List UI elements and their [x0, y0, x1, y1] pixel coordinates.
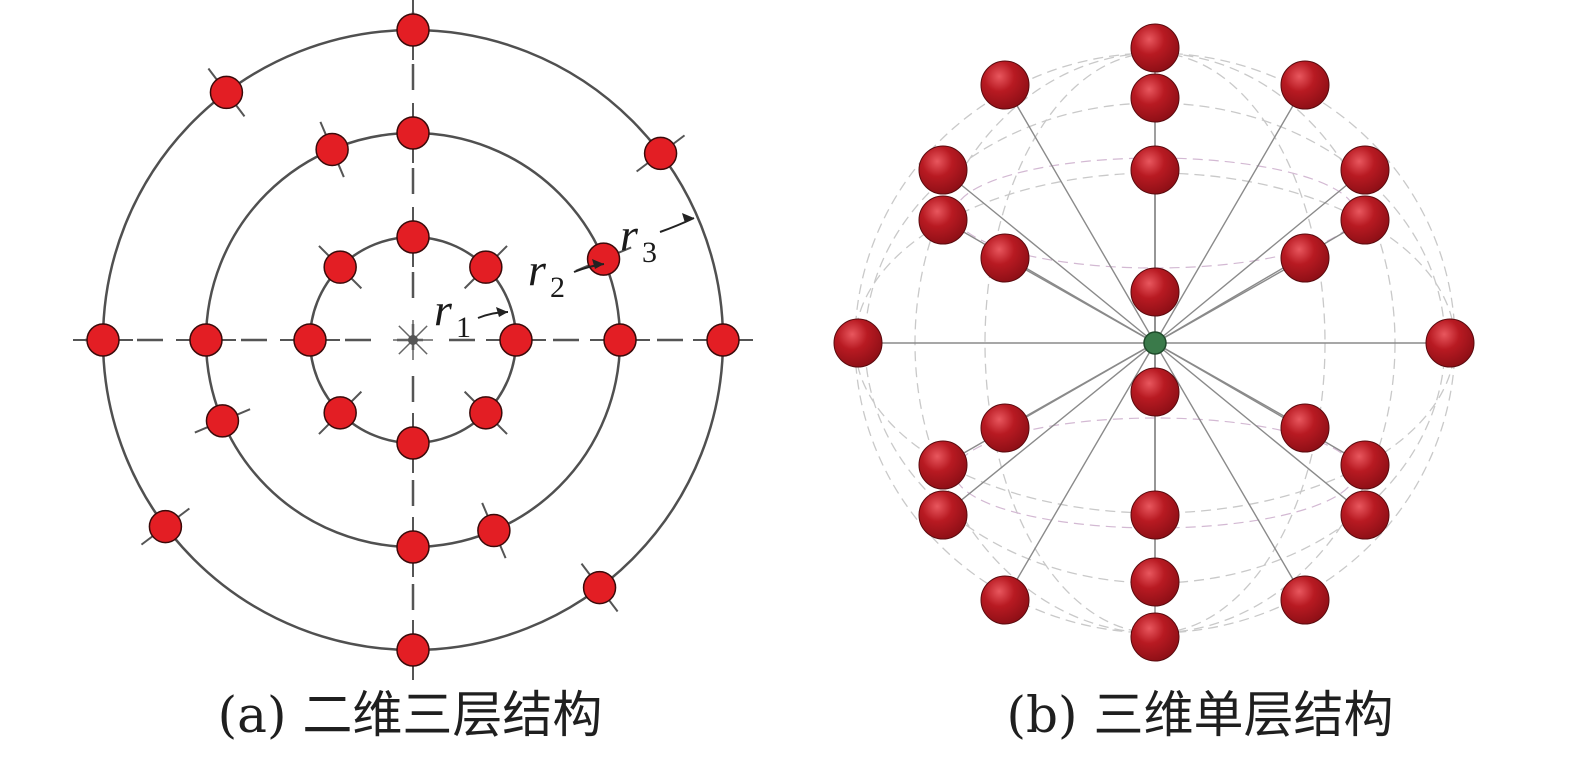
bond-line	[942, 342, 1156, 516]
sphere-node	[1130, 73, 1180, 123]
sphere-node	[1130, 23, 1180, 73]
sphere-node	[1130, 267, 1180, 317]
bond-line	[1154, 257, 1306, 344]
caption-2d-three-layer: (a) 二维三层结构	[217, 686, 603, 744]
bond-line	[1154, 342, 1366, 466]
bond-line	[942, 342, 1156, 466]
caption-3d-single-layer: (b) 三维单层结构	[1006, 686, 1394, 744]
radius-subscript-2: 2	[550, 271, 565, 304]
sphere-node	[980, 233, 1030, 283]
ring-1-node	[323, 396, 357, 430]
bond-line	[1154, 342, 1306, 601]
ring-2-node	[205, 404, 240, 438]
ring-1-node	[469, 396, 503, 430]
ring-3-node	[643, 136, 678, 171]
center-atom	[1143, 331, 1167, 355]
panel-3d-single-layer: (b) 三维单层结构	[830, 0, 1575, 760]
ring-1-node	[323, 250, 357, 284]
ring-3-node	[209, 75, 244, 110]
ring-2-node	[603, 323, 637, 357]
sphere-node	[980, 403, 1030, 453]
sphere-node	[1280, 233, 1330, 283]
bond-line	[1004, 84, 1156, 344]
ring-2-node	[396, 530, 430, 564]
ring-2-node	[586, 242, 621, 276]
sphere-node	[1130, 612, 1180, 662]
sphere-node	[1130, 145, 1180, 195]
sphere-node	[918, 490, 968, 540]
sphere-node	[980, 60, 1030, 110]
ring-3-node	[86, 323, 120, 357]
radius-subscript-3: 3	[642, 236, 657, 269]
bond-line	[1154, 342, 1366, 516]
center-point	[408, 335, 418, 345]
ring-2-node	[477, 513, 511, 548]
sphere-node	[1280, 575, 1330, 625]
sphere-node	[1130, 557, 1180, 607]
sphere-node	[833, 318, 883, 368]
ring-3-node	[582, 570, 617, 605]
bond-line	[1154, 169, 1366, 344]
radius-arrowhead-3	[682, 213, 694, 223]
sphere-node	[1425, 318, 1475, 368]
sphere-node	[980, 575, 1030, 625]
bond-line	[1154, 84, 1306, 344]
ring-1-node	[396, 426, 430, 460]
bond-line	[1004, 257, 1156, 344]
ring-2-node	[315, 132, 349, 167]
radius-arrowhead-2	[592, 259, 604, 269]
bond-line	[1004, 342, 1156, 601]
ring-3-node	[148, 509, 183, 544]
ring-2-node	[396, 116, 430, 150]
sphere-node	[918, 440, 968, 490]
ring-1-node	[396, 220, 430, 254]
ring-2-node	[189, 323, 223, 357]
ring-1-node	[499, 323, 533, 357]
diagram-3d-single-layer	[833, 23, 1475, 662]
sphere-node	[918, 195, 968, 245]
radius-label-3: r	[620, 209, 639, 260]
sphere-node	[1130, 490, 1180, 540]
bond-line	[942, 169, 1156, 344]
sphere-node	[1340, 145, 1390, 195]
sphere-node	[918, 145, 968, 195]
sphere-node	[1340, 440, 1390, 490]
radius-subscript-1: 1	[456, 311, 471, 344]
radius-label-1: r	[434, 284, 453, 335]
ring-3-node	[396, 13, 430, 47]
ring-3-node	[396, 633, 430, 667]
ring-1-node	[469, 250, 503, 284]
sphere-node	[1280, 60, 1330, 110]
sphere-node	[1340, 195, 1390, 245]
radius-arrowhead-1	[496, 307, 508, 317]
sphere-node	[1340, 490, 1390, 540]
sphere-node	[1280, 403, 1330, 453]
radius-label-2: r	[528, 244, 547, 295]
sphere-node	[1130, 367, 1180, 417]
ring-3-node	[706, 323, 740, 357]
ring-1-node	[293, 323, 327, 357]
